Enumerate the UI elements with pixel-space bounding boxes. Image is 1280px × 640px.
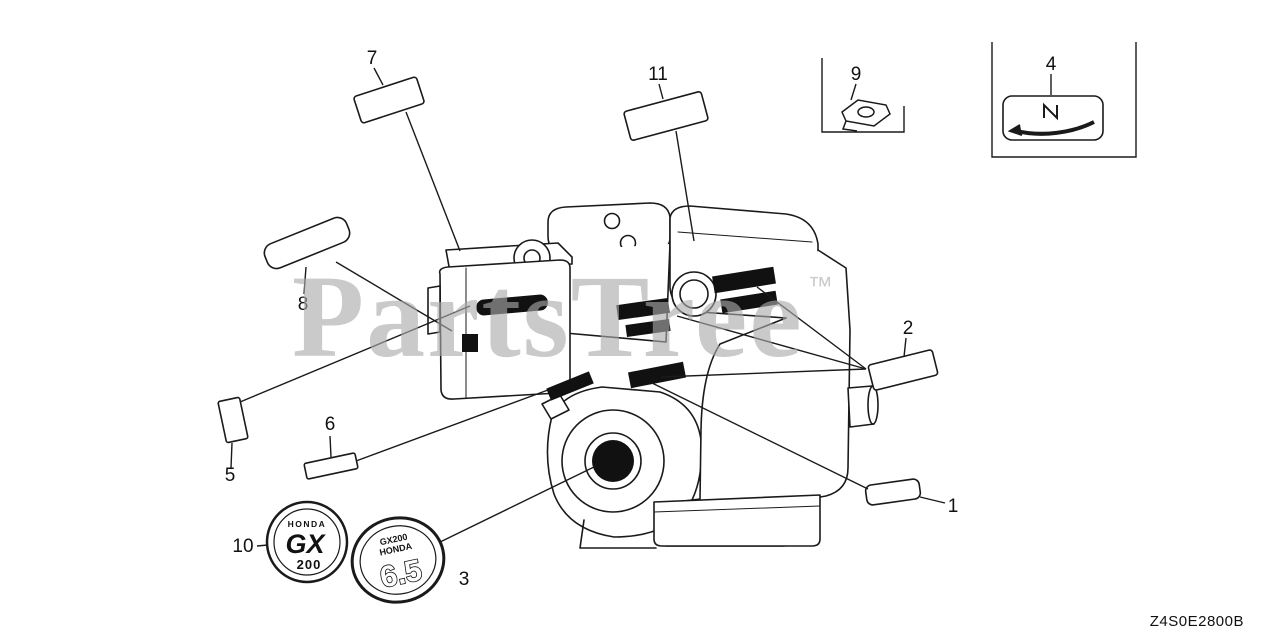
callout-numbers: 1 2 3 4 5 6 7 8 9 10 11 [225,48,1057,590]
callout-1: 1 [948,496,959,517]
engine-decal-patches [462,266,778,401]
label-sticker-5 [217,396,249,444]
label-sticker-8 [263,216,351,270]
gx-round-badge: HONDA GX 200 [265,500,349,584]
callout-7: 7 [367,48,378,69]
part-9-clip [841,99,891,132]
callout-9: 9 [851,64,862,85]
diagram-code: Z4S0E2800B [1149,613,1244,630]
recoil-center [592,440,634,482]
callout-11: 11 [648,64,668,85]
callout-6: 6 [325,414,336,435]
round-badge-displacement: 200 [297,557,322,572]
round-badge-model: GX [285,529,326,559]
callout-4: 4 [1046,54,1057,75]
callout-5: 5 [225,465,236,486]
callout-2: 2 [903,318,914,339]
leader-lines [230,67,1052,547]
detail-brackets [821,42,1137,158]
callout-8: 8 [298,294,309,315]
oval-65-badge: GX200 HONDA 6.5 [350,516,446,604]
callout-10: 10 [232,536,253,557]
round-badge-brand: HONDA [288,519,327,529]
label-sticker-7 [353,76,425,124]
label-sticker-2 [867,349,939,391]
callout-3: 3 [459,569,470,590]
label-sticker-11 [623,91,709,141]
label-sticker-1 [864,478,922,506]
choke-label-marking [1007,102,1095,136]
